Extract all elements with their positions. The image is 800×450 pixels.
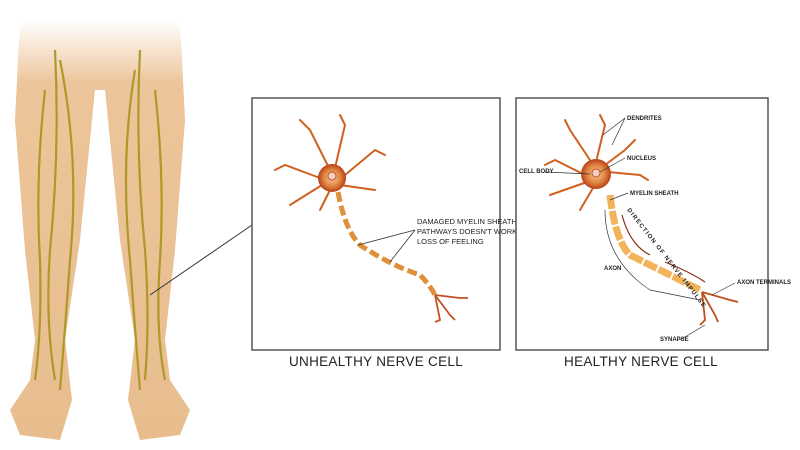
annotation-line-1: DAMAGED MYELIN SHEATH bbox=[417, 217, 517, 226]
label-synapse: SYNAPSE bbox=[660, 337, 689, 343]
unhealthy-caption: UNHEALTHY NERVE CELL bbox=[289, 354, 463, 369]
label-axon: AXON bbox=[604, 266, 621, 272]
unhealthy-terminals bbox=[434, 294, 468, 323]
impulse-arrow-1 bbox=[621, 214, 651, 256]
label-axon-terminals: AXON TERMINALS bbox=[737, 280, 791, 286]
leg-nerves bbox=[33, 49, 167, 391]
label-nucleus: NUCLEUS bbox=[627, 156, 656, 162]
healthy-dendrites bbox=[544, 114, 649, 211]
healthy-panel: DENDRITES NUCLEUS CELL BODY MYELIN SHEAT… bbox=[515, 97, 791, 351]
legs-illustration bbox=[10, 20, 190, 440]
annotation-line-2: PATHWAYS DOESN'T WORK bbox=[417, 227, 517, 236]
impulse-arrow-2 bbox=[664, 261, 706, 283]
label-dendrites: DENDRITES bbox=[627, 116, 662, 122]
label-cell-body: CELL BODY bbox=[519, 169, 554, 175]
unhealthy-panel: DAMAGED MYELIN SHEATH PATHWAYS DOESN'T W… bbox=[251, 97, 517, 351]
zoom-pointer-line bbox=[149, 224, 253, 296]
annotation-line-3: LOSS OF FEELING bbox=[417, 237, 484, 246]
damaged-axon bbox=[335, 191, 438, 297]
unhealthy-dendrites bbox=[274, 114, 386, 211]
legs-silhouette bbox=[10, 20, 190, 440]
healthy-terminals bbox=[699, 291, 739, 326]
label-myelin-sheath: MYELIN SHEATH bbox=[630, 191, 679, 197]
myelin-sheath bbox=[606, 194, 702, 294]
healthy-caption: HEALTHY NERVE CELL bbox=[564, 354, 718, 369]
